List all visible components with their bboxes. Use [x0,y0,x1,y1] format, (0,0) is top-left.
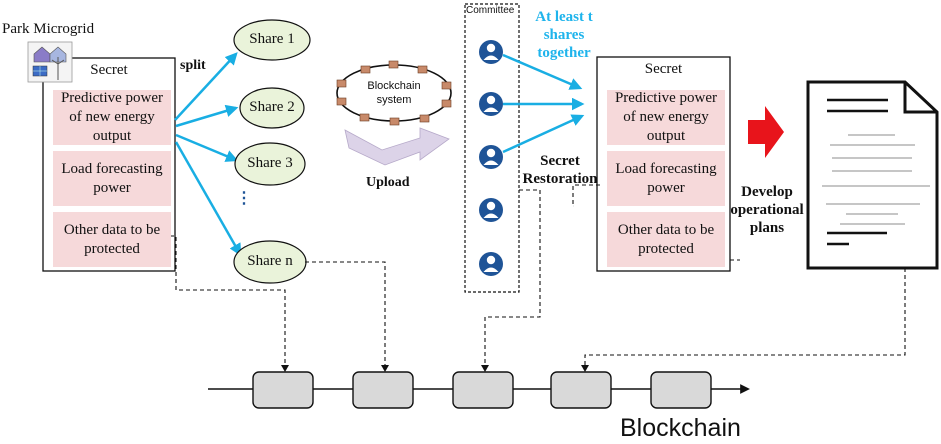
restoration-arrows [502,53,585,154]
right-secret-item-1: Predictive power of new energy output [607,90,725,145]
block-5 [650,371,712,409]
split-arrows [174,52,242,257]
user-icon [479,145,503,169]
right-secret-title: Secret [644,61,683,77]
committee-label: Committee [466,5,515,16]
share-label-1: Share 1 [249,31,295,47]
red-arrow-icon [748,106,784,158]
share-label-2: Share 2 [249,99,295,115]
share-ellipse-2 [239,87,305,129]
left-secret-title: Secret [90,62,128,78]
left-secret-item-1: Predictive power of new energy output [53,90,171,145]
threshold-label: At least t shares together [535,9,593,61]
left-secret-item-2: Load forecasting power [53,151,171,206]
secret-restoration-label: Secret Restoration [522,153,598,187]
blockchain-label: Blockchain [620,414,741,442]
develop-label: Develop operational plans [730,184,804,236]
share-ellipse-1 [233,19,311,61]
solar-house-icon [27,41,73,83]
user-icon [479,40,503,64]
connector-arrowheads [281,365,589,372]
user-icon [479,92,503,116]
upload-label: Upload [366,175,410,190]
user-icon [479,198,503,222]
split-label: split [180,58,206,73]
right-secret-item-3: Other data to be protected [607,212,725,267]
blockchain-connectors [170,184,906,368]
left-secret-item-3: Other data to be protected [53,212,171,267]
block-3 [452,371,514,409]
microgrid-title: Park Microgrid [2,21,95,37]
block-2 [352,371,414,409]
right-secret-item-2: Load forecasting power [607,151,725,206]
user-icon [479,252,503,276]
share-ellipse-3 [234,142,306,186]
blockchain-system-label: Blockchain system [367,80,421,106]
committee-members [479,40,503,276]
document-icon [806,80,939,270]
blockchain-system-ring [336,60,452,126]
upload-arrow-icon [344,127,450,166]
share-label-n: Share n [247,253,293,269]
share-label-3: Share 3 [247,155,293,171]
block-1 [252,371,314,409]
block-4 [550,371,612,409]
shares-ellipsis: ⋮ [236,190,252,207]
